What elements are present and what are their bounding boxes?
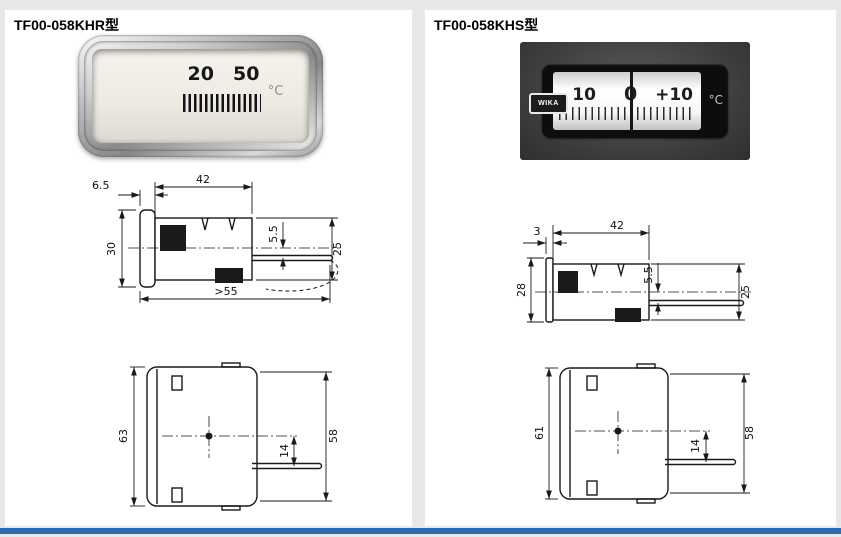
dim-flange-thickness: 3 [534,225,541,238]
model-title-khs: TF00-058KHS型 [434,17,539,33]
dim-stem-height: 25 [739,285,752,299]
connector-block [215,268,243,283]
product-photo-khr: 20 50 °C [78,35,323,157]
front-view-drawing-khs: 61 58 14 [535,363,756,504]
scale-ticks [183,94,262,112]
capillary-end [732,458,737,466]
dim-capillary-offset: 5.5 [642,266,655,284]
unit-label: °C [267,83,284,99]
mounting-tab [221,362,241,368]
side-view-drawing-khs: 3 42 28 5.5 25 [517,219,752,323]
front-view-drawing-khr: 63 58 14 [117,362,340,511]
dim-flange-height: 28 [517,283,528,297]
footer-accent-bar [0,528,841,534]
scale-ticks [558,106,696,120]
flange-side [139,209,156,288]
connector-block [615,308,641,322]
wika-logo-text: WIKA [538,100,559,107]
dim-height: 63 [117,429,130,443]
clip-mark [590,263,598,278]
case-back [146,366,258,507]
scale-label-50: 50 [233,63,260,86]
dim-capillary-offset: 14 [689,439,702,453]
chrome-bezel-inner: 20 50 °C [84,41,317,151]
case-back [559,367,669,500]
dim-min-clearance: >55 [214,285,237,298]
dim-stem-length: 42 [196,173,210,186]
thermometer-face: 20 50 °C [92,49,309,143]
panel-khs: TF00-058KHS型 10 0 +10 °C WIKA [425,10,836,526]
display-window: 10 0 +10 °C [542,64,728,138]
capillary-end [740,299,745,307]
cutout [171,487,183,503]
dim-capillary-offset: 5.5 [267,225,280,243]
sensor-block [558,271,578,293]
dim-inner-height: 58 [327,429,340,443]
flange-side [545,257,554,323]
sensor-block [160,225,186,251]
clip-mark [617,263,625,278]
cutout [586,375,598,391]
mounting-tab [636,363,656,369]
scale-label-10: 10 [572,85,596,105]
product-photo-khs: 10 0 +10 °C WIKA [520,42,750,160]
wika-logo: WIKA [529,93,568,114]
scale-strip: 10 0 +10 [553,72,701,130]
cutout [171,375,183,391]
panel-khr: TF00-058KHR型 20 50 °C [5,10,412,526]
scale-label-20: 20 [187,63,214,86]
scale-label-plus10: +10 [655,85,694,105]
clip-mark [228,217,236,231]
dim-stem-height: 25 [331,242,344,256]
dim-flange-thickness: 6.5 [92,179,110,192]
dim-flange-height: 30 [105,242,118,256]
dim-capillary-offset: 14 [278,444,291,458]
capillary-end [318,462,323,470]
side-view-drawing-khr: 6.5 42 30 5.5 25 >55 [92,173,344,303]
dim-stem-length: 42 [610,219,624,232]
unit-label: °C [708,93,723,107]
cutout [586,480,598,496]
model-title-khr: TF00-058KHR型 [14,17,120,33]
pointer-line [629,72,633,130]
mounting-tab [221,505,241,511]
mounting-tab [636,498,656,504]
chrome-bezel-outer: 20 50 °C [78,35,323,157]
dim-inner-height: 58 [743,426,756,440]
capillary-bend-dashed [265,260,339,292]
clip-mark [201,217,209,231]
dim-height: 61 [535,426,546,440]
